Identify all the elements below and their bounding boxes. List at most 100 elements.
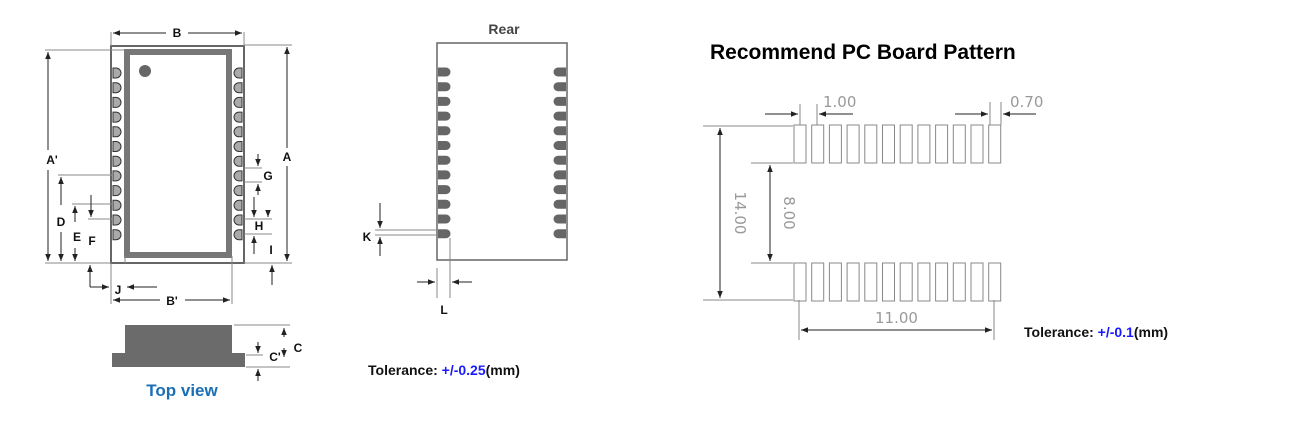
- pad-left: [438, 214, 451, 224]
- side-profile: C C': [112, 324, 303, 381]
- pcb-pad-top: [811, 124, 825, 164]
- pad-right: [233, 126, 243, 138]
- dim-C: C: [294, 341, 303, 355]
- pcb-pad-bottom: [846, 262, 860, 302]
- dim-K: K: [363, 230, 372, 244]
- pcb-pad-bottom: [970, 262, 984, 302]
- top-view-caption: Top view: [146, 381, 218, 400]
- pad-right: [553, 67, 566, 77]
- top-view-pads: [112, 67, 243, 241]
- pcb-pad-bottom: [828, 262, 842, 302]
- rear-tolerance: Tolerance: +/-0.25(mm): [368, 362, 520, 378]
- pcb-pad-top: [970, 124, 984, 164]
- dim-outer-height: 14.00: [731, 192, 749, 235]
- dim-A: A: [283, 150, 292, 164]
- pcb-pad-top: [899, 124, 913, 164]
- pad-right: [553, 141, 566, 150]
- pad-right: [553, 155, 566, 165]
- pad-right: [233, 155, 243, 167]
- pcb-pads: [793, 124, 1002, 302]
- pad-right: [553, 185, 566, 195]
- pad-left: [112, 170, 122, 182]
- top-view: B A A' D E F G H: [45, 26, 303, 400]
- pad-left: [112, 67, 122, 79]
- pcb-pad-bottom: [935, 262, 949, 302]
- pcb-pad-bottom: [882, 262, 895, 302]
- pad-right: [553, 229, 566, 239]
- dim-H: H: [255, 219, 264, 233]
- pcb-pad-top: [828, 124, 842, 164]
- dim-L: L: [440, 303, 447, 317]
- dim-I: I: [269, 243, 272, 257]
- pad-left: [438, 155, 451, 165]
- pcb-pattern: Recommend PC Board Pattern 1.00 0.70 14.…: [703, 41, 1168, 340]
- pad-left: [438, 170, 451, 180]
- pad-left: [438, 67, 451, 77]
- pad-left: [112, 126, 122, 138]
- pad-right: [553, 96, 566, 106]
- pad-left: [112, 214, 122, 226]
- dim-F: F: [88, 234, 95, 248]
- pad-right: [233, 96, 243, 108]
- pad-left: [438, 82, 451, 92]
- rear-title: Rear: [488, 21, 520, 37]
- dim-G: G: [263, 169, 272, 183]
- dim-C-prime: C': [269, 350, 281, 364]
- pad-left: [438, 96, 451, 106]
- pad-left: [112, 185, 122, 197]
- rear-view: Rear K L Tolerance: +/-0.25(mm): [363, 21, 568, 378]
- pcb-pad-bottom: [793, 262, 807, 302]
- pcb-pad-top: [935, 124, 949, 164]
- pad-left: [438, 199, 451, 209]
- pcb-pad-top: [952, 124, 966, 164]
- dim-D: D: [57, 215, 66, 229]
- pad-right: [233, 199, 243, 211]
- pcb-pad-top: [793, 124, 807, 164]
- pad-right: [233, 170, 243, 182]
- dim-B: B: [173, 26, 182, 40]
- pad-left: [112, 111, 122, 123]
- dim-pad-width: 0.70: [1010, 93, 1043, 111]
- dim-B-prime: B': [166, 294, 178, 308]
- pad-left: [112, 229, 122, 241]
- pad-right: [553, 199, 566, 209]
- dim-E: E: [73, 230, 81, 244]
- pcb-pad-bottom: [864, 262, 878, 302]
- pcb-pad-top: [917, 124, 931, 164]
- pad-left: [112, 96, 122, 108]
- pad-right: [553, 214, 566, 224]
- pcb-title: Recommend PC Board Pattern: [710, 41, 1016, 64]
- rear-outline: [436, 42, 568, 261]
- pcb-pad-top: [846, 124, 860, 164]
- module-outline: [110, 45, 245, 264]
- dim-pad-pitch: 1.00: [823, 93, 856, 111]
- pad-left: [112, 141, 122, 152]
- pad-left: [438, 185, 451, 195]
- pad-right: [233, 185, 243, 197]
- pcb-pad-bottom: [811, 262, 825, 302]
- pad-right: [233, 141, 243, 152]
- pad-left: [438, 229, 451, 239]
- pad-right: [553, 170, 566, 180]
- pad-left: [112, 199, 122, 211]
- pad-left: [438, 126, 451, 136]
- pcb-pad-bottom: [988, 262, 1002, 302]
- pcb-pad-bottom: [917, 262, 931, 302]
- pad-left: [112, 82, 122, 94]
- dim-inner-gap: 8.00: [780, 196, 798, 229]
- pad-right: [233, 214, 243, 226]
- shield-can: [124, 49, 232, 258]
- pad-right: [233, 82, 243, 94]
- pad-right: [553, 126, 566, 136]
- dim-total-width: 11.00: [875, 309, 918, 327]
- pad-right: [233, 229, 243, 241]
- pcb-pad-top: [882, 124, 895, 164]
- pcb-pad-top: [864, 124, 878, 164]
- pcb-pad-bottom: [952, 262, 966, 302]
- rear-view-pads: [438, 67, 566, 239]
- pad-right: [553, 82, 566, 92]
- pad-right: [553, 111, 566, 121]
- pcb-pad-top: [988, 124, 1002, 164]
- pad-left: [112, 155, 122, 167]
